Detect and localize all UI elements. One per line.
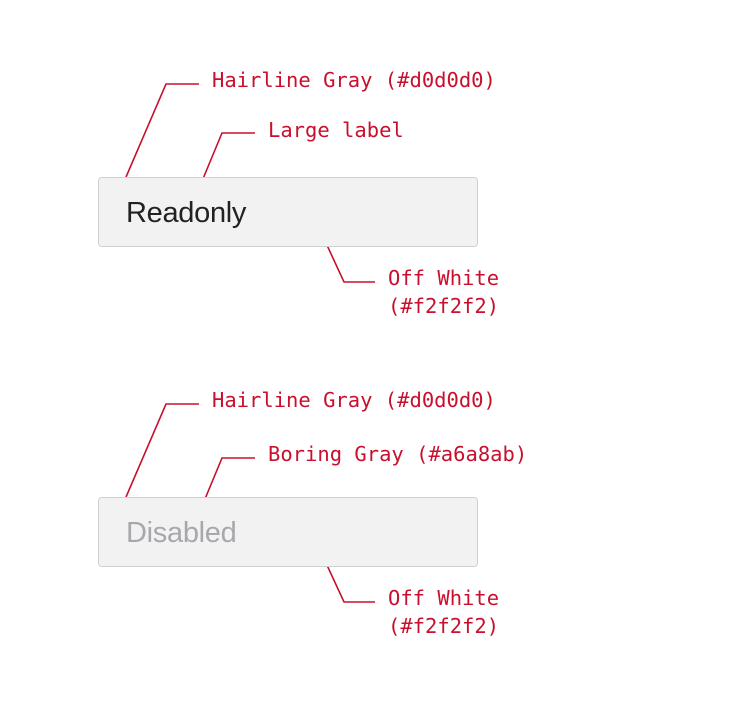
leader-disabled-border	[125, 403, 199, 498]
readonly-label-note: Large label	[268, 118, 404, 142]
leader-disabled-label	[199, 457, 255, 512]
readonly-field-text: Readonly	[126, 197, 247, 229]
readonly-border-note: Hairline Gray (#d0d0d0)	[212, 68, 496, 92]
disabled-border-note: Hairline Gray (#d0d0d0)	[212, 388, 496, 412]
disabled-field: Disabled	[98, 497, 478, 567]
disabled-background-note-line2: (#f2f2f2)	[388, 614, 500, 638]
readonly-background-note-line1: Off White	[388, 266, 500, 290]
leader-readonly-border	[125, 83, 199, 178]
leader-readonly-label	[199, 132, 255, 187]
readonly-field: Readonly	[98, 177, 478, 247]
readonly-background-note-line2: (#f2f2f2)	[388, 294, 500, 318]
disabled-background-note-line1: Off White	[388, 586, 500, 610]
disabled-field-text: Disabled	[126, 517, 237, 549]
leader-readonly-background	[319, 229, 375, 283]
leader-disabled-background	[319, 549, 375, 603]
disabled-label-note: Boring Gray (#a6a8ab)	[268, 442, 528, 466]
